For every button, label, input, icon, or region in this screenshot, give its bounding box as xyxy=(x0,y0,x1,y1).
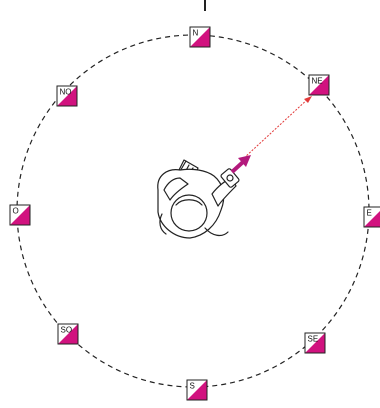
control-flag-label: N xyxy=(193,29,199,38)
control-flag-o: O xyxy=(10,205,30,225)
control-flag-label: NE xyxy=(312,77,323,86)
control-flag-ne: NE xyxy=(309,75,329,95)
bearing-arrowhead xyxy=(304,96,312,103)
direction-arrow-icon xyxy=(232,155,251,172)
head xyxy=(171,195,207,231)
control-flag-label: NO xyxy=(60,88,72,97)
control-flag-label: O xyxy=(13,207,19,216)
control-flag-s: S xyxy=(187,380,207,400)
bearing-line xyxy=(244,98,309,158)
control-flag-e: E xyxy=(364,207,380,227)
control-flag-label: SO xyxy=(61,326,73,335)
control-flag-so: SO xyxy=(58,324,78,344)
control-flag-label: SE xyxy=(308,335,319,344)
control-flag-label: E xyxy=(367,209,372,218)
orienteer-with-compass-icon xyxy=(158,160,240,238)
control-flag-no: NO xyxy=(57,86,77,106)
control-flag-se: SE xyxy=(305,333,325,353)
control-flag-n: N xyxy=(190,27,210,47)
control-flag-label: S xyxy=(190,382,195,391)
